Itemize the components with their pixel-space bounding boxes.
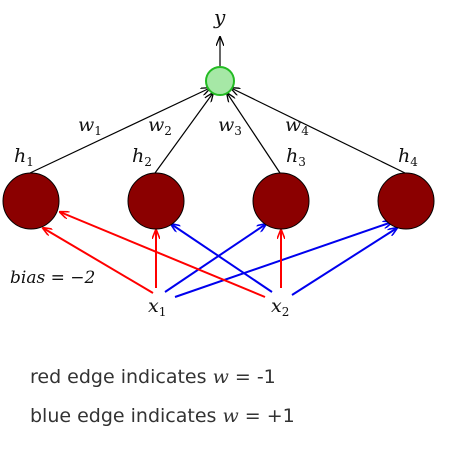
edge-h1-to-output — [29, 88, 210, 174]
legend-red-edge: red edge indicates w = -1 — [30, 366, 276, 388]
legend-red-suffix: = -1 — [228, 366, 276, 388]
hidden-node-h3 — [252, 172, 310, 230]
legend-red-var: w — [212, 366, 229, 388]
weight-label-w2: w2 — [148, 114, 172, 138]
input-label-x2: x2 — [271, 295, 289, 319]
edge-h2-to-output — [154, 93, 213, 174]
legend-blue-var: w — [222, 405, 239, 427]
edge-h3-to-output — [227, 93, 281, 174]
output-label: y — [213, 5, 226, 29]
edge-x2-to-h1-red — [60, 212, 266, 298]
edge-x2-to-h2-blue — [171, 224, 273, 293]
hidden-label-h4: h4 — [398, 145, 418, 169]
hidden-node-h4 — [377, 172, 435, 230]
bias-label: bias = −2 — [10, 268, 95, 288]
hidden-node-h2 — [127, 172, 185, 230]
edge-x1-to-h4-blue — [174, 222, 392, 298]
legend-red-prefix: red edge indicates — [30, 366, 213, 388]
legend-blue-suffix: = +1 — [238, 405, 295, 427]
weight-label-w4: w4 — [285, 114, 309, 138]
hidden-node-h1 — [2, 172, 60, 230]
weight-label-w3: w3 — [218, 114, 242, 138]
hidden-label-h1: h1 — [14, 145, 34, 169]
input-label-x1: x1 — [148, 295, 166, 319]
edge-x2-to-h4-blue — [291, 228, 397, 296]
weight-label-w1: w1 — [78, 114, 102, 138]
legend-blue-edge: blue edge indicates w = +1 — [30, 405, 295, 427]
edge-h4-to-output — [231, 88, 406, 174]
edge-x1-to-h3-blue — [164, 224, 266, 293]
legend-blue-prefix: blue edge indicates — [30, 405, 223, 427]
output-node — [205, 66, 235, 96]
hidden-label-h3: h3 — [286, 145, 306, 169]
hidden-label-h2: h2 — [132, 145, 152, 169]
edge-x1-to-h1-red — [43, 228, 154, 294]
